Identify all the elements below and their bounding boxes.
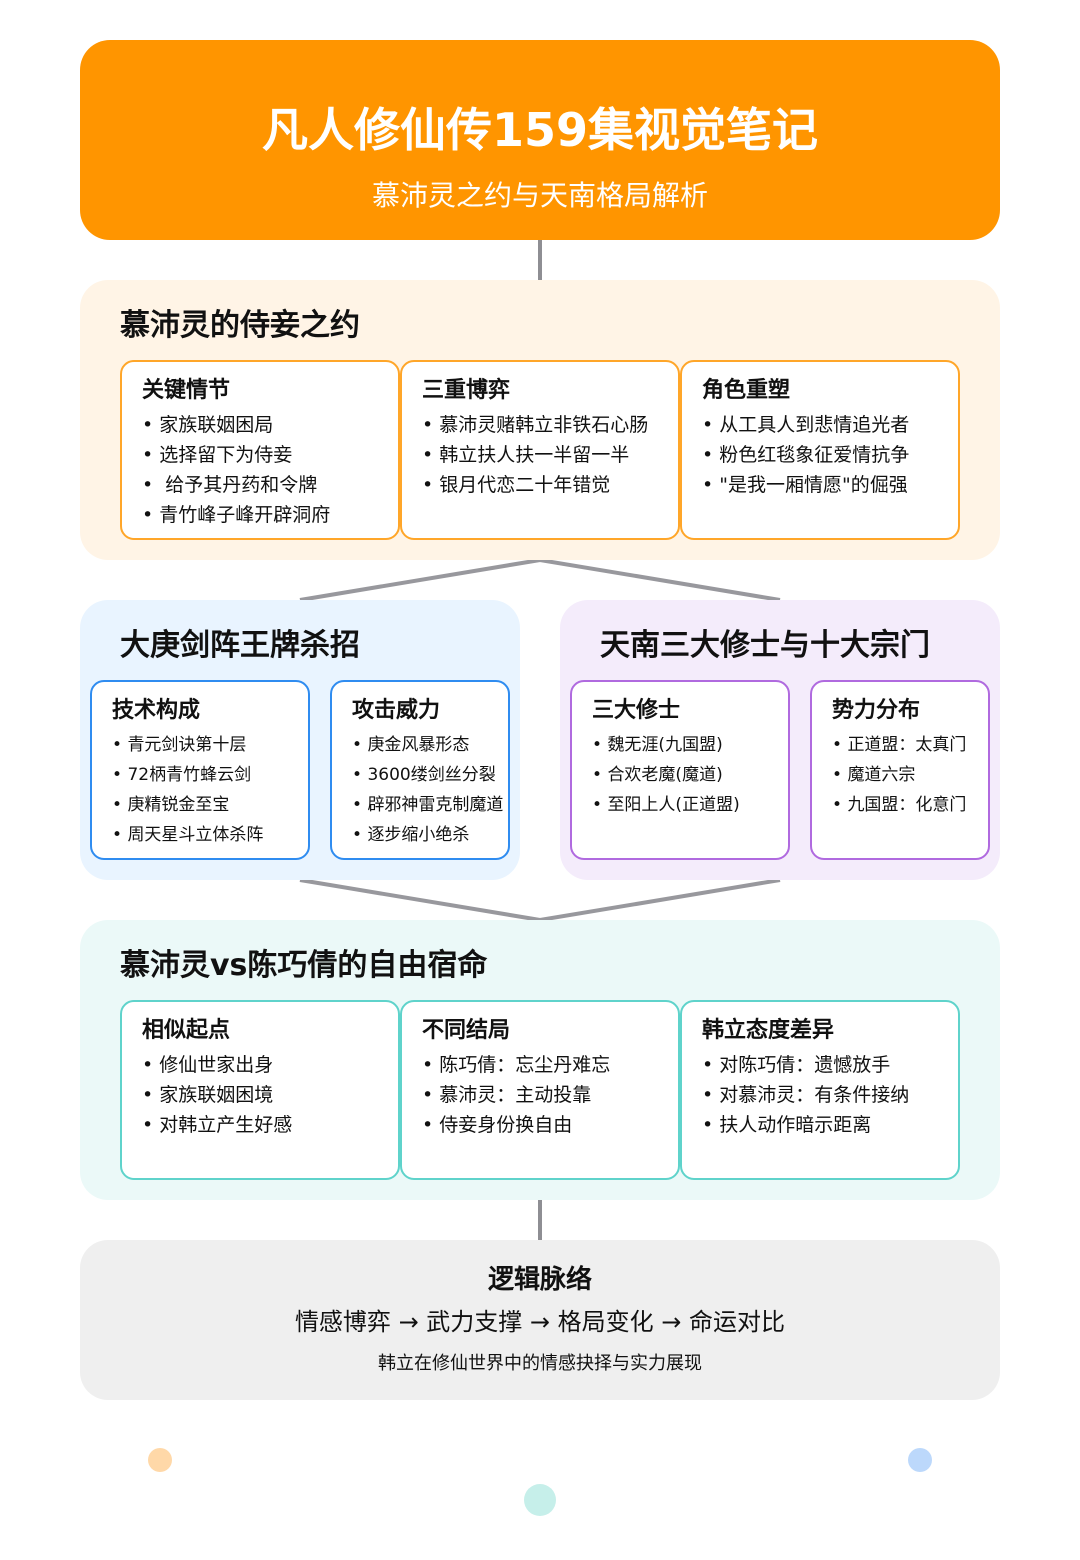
logic-title: 逻辑脉络 [487,1265,592,1295]
card-hanli-attitude: 韩立态度差异 对陈巧倩：遗憾放手 对慕沛灵：有条件接纳 扶人动作暗示距离 [680,1000,960,1180]
card-list: 魏无涯(九国盟) 合欢老魔(魔道) 至阳上人(正道盟) [572,730,788,820]
list-item: 粉色红毯象征爱情抗争 [702,440,958,470]
decor-dot-orange [148,1448,172,1472]
card-title: 技术构成 [112,698,201,723]
section-title: 天南三大修士与十大宗门 [600,628,930,663]
section-concubine-pact: 慕沛灵的侍妾之约 关键情节 家族联姻困局 选择留下为侍妾 给予其丹药和令牌 青竹… [80,280,1000,560]
list-item: 逐步缩小绝杀 [352,820,508,850]
section-title: 大庚剑阵王牌杀招 [120,628,360,663]
logic-footer: 韩立在修仙世界中的情感抉择与实力展现 [378,1353,702,1374]
list-item: 家族联姻困境 [142,1080,398,1110]
card-list: 从工具人到悲情追光者 粉色红毯象征爱情抗争 "是我一厢情愿"的倔强 [682,410,958,500]
list-item: 庚金风暴形态 [352,730,508,760]
logic-flow: 情感博弈 → 武力支撑 → 格局变化 → 命运对比 [294,1308,786,1336]
section-title: 慕沛灵vs陈巧倩的自由宿命 [120,948,488,983]
card-triple-game: 三重博弈 慕沛灵赌韩立非铁石心肠 韩立扶人扶一半留一半 银月代恋二十年错觉 [400,360,680,540]
list-item: 对韩立产生好感 [142,1110,398,1140]
card-list: 家族联姻困局 选择留下为侍妾 给予其丹药和令牌 青竹峰子峰开辟洞府 [122,410,398,530]
card-title: 韩立态度差异 [702,1018,835,1043]
list-item: 3600缕剑丝分裂 [352,760,508,790]
list-item: 九国盟：化意门 [832,790,988,820]
card-title: 攻击威力 [352,698,441,723]
card-list: 青元剑诀第十层 72柄青竹蜂云剑 庚精锐金至宝 周天星斗立体杀阵 [92,730,308,850]
list-item: 侍妾身份换自由 [422,1110,678,1140]
header-banner: 凡人修仙传159集视觉笔记 慕沛灵之约与天南格局解析 [80,40,1000,240]
card-list: 对陈巧倩：遗憾放手 对慕沛灵：有条件接纳 扶人动作暗示距离 [682,1050,958,1140]
list-item: 陈巧倩：忘尘丹难忘 [422,1050,678,1080]
list-item: 银月代恋二十年错觉 [422,470,678,500]
page-title: 凡人修仙传159集视觉笔记 [261,103,819,157]
list-item: 周天星斗立体杀阵 [112,820,308,850]
list-item: 给予其丹药和令牌 [142,470,398,500]
list-item: 慕沛灵赌韩立非铁石心肠 [422,410,678,440]
list-item: 家族联姻困局 [142,410,398,440]
page-subtitle: 慕沛灵之约与天南格局解析 [371,179,708,212]
card-list: 修仙世家出身 家族联姻困境 对韩立产生好感 [122,1050,398,1140]
decor-dot-blue [908,1448,932,1472]
card-similar-start: 相似起点 修仙世家出身 家族联姻困境 对韩立产生好感 [120,1000,400,1180]
card-role-reshape: 角色重塑 从工具人到悲情追光者 粉色红毯象征爱情抗争 "是我一厢情愿"的倔强 [680,360,960,540]
list-item: 庚精锐金至宝 [112,790,308,820]
list-item: 72柄青竹蜂云剑 [112,760,308,790]
list-item: 从工具人到悲情追光者 [702,410,958,440]
section-fate-comparison: 慕沛灵vs陈巧倩的自由宿命 相似起点 修仙世家出身 家族联姻困境 对韩立产生好感… [80,920,1000,1200]
card-power-distribution: 势力分布 正道盟：太真门 魔道六宗 九国盟：化意门 [810,680,990,860]
connector-branch-top [299,557,781,602]
list-item: 韩立扶人扶一半留一半 [422,440,678,470]
card-different-ending: 不同结局 陈巧倩：忘尘丹难忘 慕沛灵：主动投靠 侍妾身份换自由 [400,1000,680,1180]
card-title: 三重博弈 [422,378,511,403]
card-title: 关键情节 [142,378,231,403]
card-list: 正道盟：太真门 魔道六宗 九国盟：化意门 [812,730,988,820]
list-item: 对慕沛灵：有条件接纳 [702,1080,958,1110]
section-tiannan-powers: 天南三大修士与十大宗门 三大修士 魏无涯(九国盟) 合欢老魔(魔道) 至阳上人(… [560,600,1000,880]
card-three-cultivators: 三大修士 魏无涯(九国盟) 合欢老魔(魔道) 至阳上人(正道盟) [570,680,790,860]
list-item: 对陈巧倩：遗憾放手 [702,1050,958,1080]
branch-top-line [299,557,781,602]
connector-header-to-s1 [538,240,542,280]
card-list: 陈巧倩：忘尘丹难忘 慕沛灵：主动投靠 侍妾身份换自由 [402,1050,678,1140]
list-item: 扶人动作暗示距离 [702,1110,958,1140]
connector-s4-to-logic [538,1200,542,1240]
list-item: 辟邪神雷克制魔道 [352,790,508,820]
list-item: 慕沛灵：主动投靠 [422,1080,678,1110]
list-item: 修仙世家出身 [142,1050,398,1080]
section-sword-array: 大庚剑阵王牌杀招 技术构成 青元剑诀第十层 72柄青竹蜂云剑 庚精锐金至宝 周天… [80,600,520,880]
card-title: 相似起点 [142,1018,231,1043]
card-tech-composition: 技术构成 青元剑诀第十层 72柄青竹蜂云剑 庚精锐金至宝 周天星斗立体杀阵 [90,680,310,860]
logic-summary: 逻辑脉络 情感博弈 → 武力支撑 → 格局变化 → 命运对比 韩立在修仙世界中的… [80,1240,1000,1400]
list-item: 至阳上人(正道盟) [592,790,788,820]
list-item: 青元剑诀第十层 [112,730,308,760]
card-title: 三大修士 [592,698,681,723]
decor-dot-teal [524,1484,556,1516]
list-item: 正道盟：太真门 [832,730,988,760]
list-item: 魔道六宗 [832,760,988,790]
card-title: 不同结局 [422,1018,511,1043]
card-title: 势力分布 [832,698,921,723]
card-title: 角色重塑 [702,378,791,403]
list-item: 合欢老魔(魔道) [592,760,788,790]
card-attack-power: 攻击威力 庚金风暴形态 3600缕剑丝分裂 辟邪神雷克制魔道 逐步缩小绝杀 [330,680,510,860]
list-item: 青竹峰子峰开辟洞府 [142,500,398,530]
card-list: 慕沛灵赌韩立非铁石心肠 韩立扶人扶一半留一半 银月代恋二十年错觉 [402,410,678,500]
card-key-plot: 关键情节 家族联姻困局 选择留下为侍妾 给予其丹药和令牌 青竹峰子峰开辟洞府 [120,360,400,540]
list-item: "是我一厢情愿"的倔强 [702,470,958,500]
branch-bottom-line [299,878,781,923]
list-item: 魏无涯(九国盟) [592,730,788,760]
list-item: 选择留下为侍妾 [142,440,398,470]
section-title: 慕沛灵的侍妾之约 [120,308,360,343]
card-list: 庚金风暴形态 3600缕剑丝分裂 辟邪神雷克制魔道 逐步缩小绝杀 [332,730,508,850]
